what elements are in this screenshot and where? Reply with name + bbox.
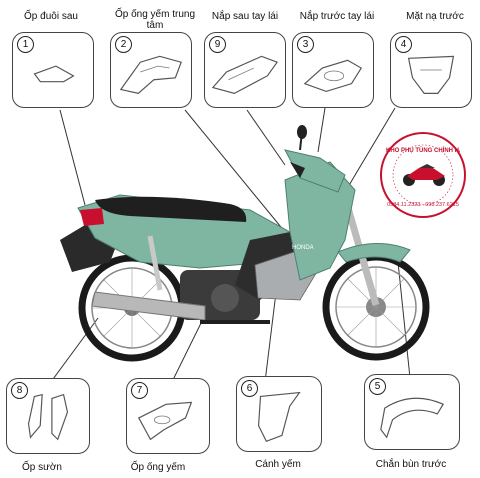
part-number-6: 6 (241, 380, 258, 397)
part-number-1: 1 (17, 36, 34, 53)
part-number-2: 2 (115, 36, 132, 53)
part-number-9: 9 (209, 36, 226, 53)
shop-logo (380, 132, 466, 218)
wing-cover-icon (257, 391, 301, 442)
label-part-8: Ốp sườn (22, 462, 62, 473)
part-box-9: 9 (204, 32, 286, 108)
front-fender-icon (380, 397, 445, 439)
label-part-3: Nắp trước tay lái (299, 11, 375, 22)
part-box-4: 4 (390, 32, 472, 108)
front-wheel (322, 253, 430, 361)
side-cover-icon (27, 393, 69, 441)
front-mask-icon (407, 55, 455, 94)
part-number-7: 7 (131, 382, 148, 399)
label-part-9: Nắp sau tay lái (211, 11, 279, 22)
part-box-2: 2 (110, 32, 192, 108)
part-box-7: 7 (126, 378, 210, 454)
part-box-6: 6 (236, 376, 322, 452)
label-part-4: Mặt nạ trước (406, 11, 464, 22)
shop-phone: 0984.11.2323 - 098.237.6215 (387, 202, 459, 208)
part-number-4: 4 (395, 36, 412, 53)
label-part-6: Cánh yếm (255, 459, 301, 470)
label-part-5: Chắn bùn trước (375, 459, 447, 470)
front-fender (337, 242, 411, 263)
rear-tail-cover-icon (33, 65, 75, 83)
seat (95, 196, 247, 222)
mirror (297, 125, 307, 139)
label-part-2: Ốp ống yếm trung tâm (114, 9, 196, 31)
rear-handlebar-cover-icon (211, 55, 279, 94)
part-number-8: 8 (11, 382, 28, 399)
part-box-8: 8 (6, 378, 90, 454)
center-cover-icon (119, 55, 182, 95)
part-number-5: 5 (369, 378, 386, 395)
part-box-1: 1 (12, 32, 94, 108)
part-box-3: 3 (292, 32, 374, 108)
part-number-3: 3 (297, 36, 314, 53)
bike-brand: HONDA (292, 245, 314, 251)
cover-tube-icon (137, 401, 193, 441)
label-part-7: Ốp ống yếm (130, 462, 186, 473)
front-handlebar-cover-icon (303, 59, 363, 93)
shop-name: KHO PHỤ TÙNG CHÍNH HÃNG (386, 148, 460, 154)
part-box-5: 5 (364, 374, 460, 450)
tail-light (80, 208, 104, 226)
label-part-1: Ốp đuôi sau (24, 11, 78, 22)
